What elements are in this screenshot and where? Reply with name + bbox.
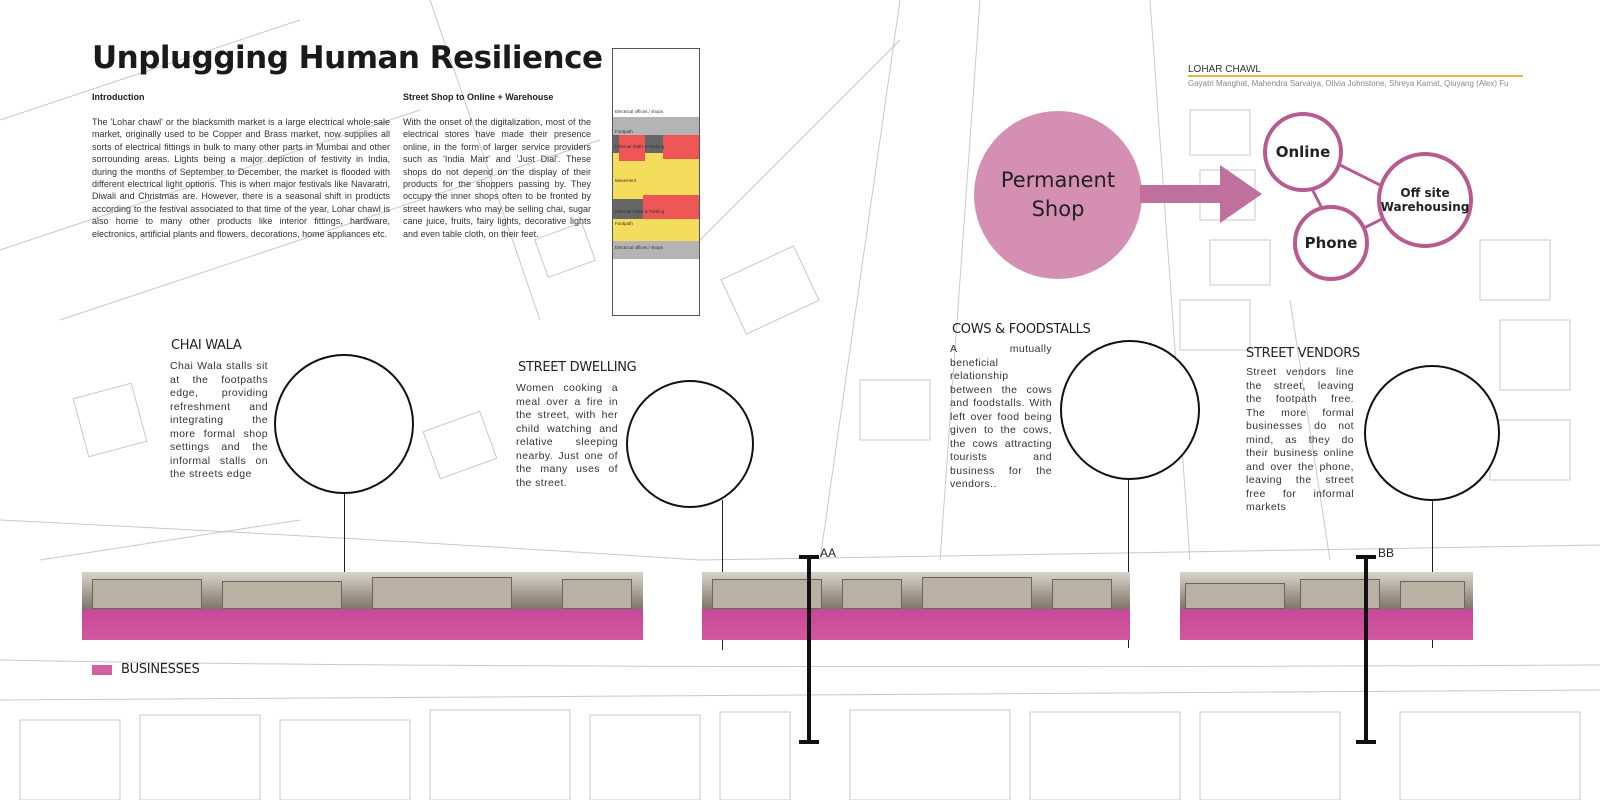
street-elevation-2: [702, 572, 1130, 640]
street-elevation-1: [82, 572, 643, 640]
section-bb-label: BB: [1378, 546, 1395, 560]
section-aa-label: AA: [820, 546, 837, 560]
label-stalls-bottom: Informal Stalls & Parking: [615, 209, 665, 214]
leader-line: [1128, 480, 1129, 648]
accent-rule: [1188, 75, 1523, 77]
label-top-shops: Electrical offices / shops: [615, 109, 664, 114]
chai-wala-title: CHAI WALA: [171, 338, 242, 353]
phone-circle: Phone: [1293, 205, 1369, 281]
chai-wala-text: Chai Wala stalls sit at the footpaths ed…: [170, 360, 268, 480]
cows-text: A mutually beneficial relationship betwe…: [950, 343, 1052, 490]
stall-block: [645, 135, 663, 153]
stall-block: [619, 135, 645, 161]
section-aa-marker: [807, 555, 811, 743]
street-shop-heading: Street Shop to Online + Warehouse: [403, 92, 554, 102]
online-circle: Online: [1263, 112, 1343, 192]
permanent-shop-circle: Permanent Shop: [974, 111, 1142, 279]
street-vendors-text: Street vendors line the street, leaving …: [1246, 366, 1354, 513]
section-bb-marker: [1364, 555, 1368, 743]
leader-line: [344, 494, 345, 610]
street-shop-body: With the onset of the digitalization, mo…: [403, 117, 591, 239]
label-bottom-shops: Electrical offices / shops: [615, 245, 664, 250]
project-authors: Gayatri Manghat, Mahendra Sarvaiya, Oliv…: [1188, 79, 1509, 88]
street-dwelling-sketch: [626, 380, 754, 508]
legend-swatch: [92, 665, 112, 675]
street-dwelling-title: STREET DWELLING: [518, 360, 637, 375]
legend-label: BUSINESSES: [121, 662, 200, 677]
stall-block: [643, 195, 699, 219]
label-footpath-bottom: Footpath: [615, 221, 633, 226]
intro-body: The 'Lohar chawl' or the blacksmith mark…: [92, 117, 390, 239]
section-bb-cap: [1356, 555, 1376, 559]
chai-wala-sketch: [274, 354, 414, 494]
street-elevation-3: [1180, 572, 1473, 640]
label-footpath-top: Footpath: [615, 129, 633, 134]
cows-title: COWS & FOODSTALLS: [952, 322, 1091, 337]
street-vendors-sketch: [1364, 365, 1500, 501]
section-bb-cap: [1356, 740, 1376, 744]
section-aa-cap: [799, 740, 819, 744]
warehouse-circle: Off site Warehousing: [1377, 152, 1473, 248]
stall-block: [613, 199, 643, 219]
cows-sketch: [1060, 340, 1200, 480]
street-section-diagram: Electrical offices / shops Footpath Info…: [612, 48, 700, 316]
project-name: LOHAR CHAWL: [1188, 64, 1261, 75]
section-aa-cap: [799, 555, 819, 559]
street-vendors-title: STREET VENDORS: [1246, 346, 1360, 361]
street-dwelling-text: Women cooking a meal over a fire in the …: [516, 382, 618, 489]
stall-block: [663, 135, 699, 159]
intro-heading: Introduction: [92, 92, 145, 102]
arrow-icon: [1140, 165, 1262, 223]
label-stalls-top: Informal Stalls & Parking: [615, 144, 665, 149]
page-title: Unplugging Human Resilience: [92, 40, 603, 76]
label-movement: Movement: [615, 178, 637, 183]
